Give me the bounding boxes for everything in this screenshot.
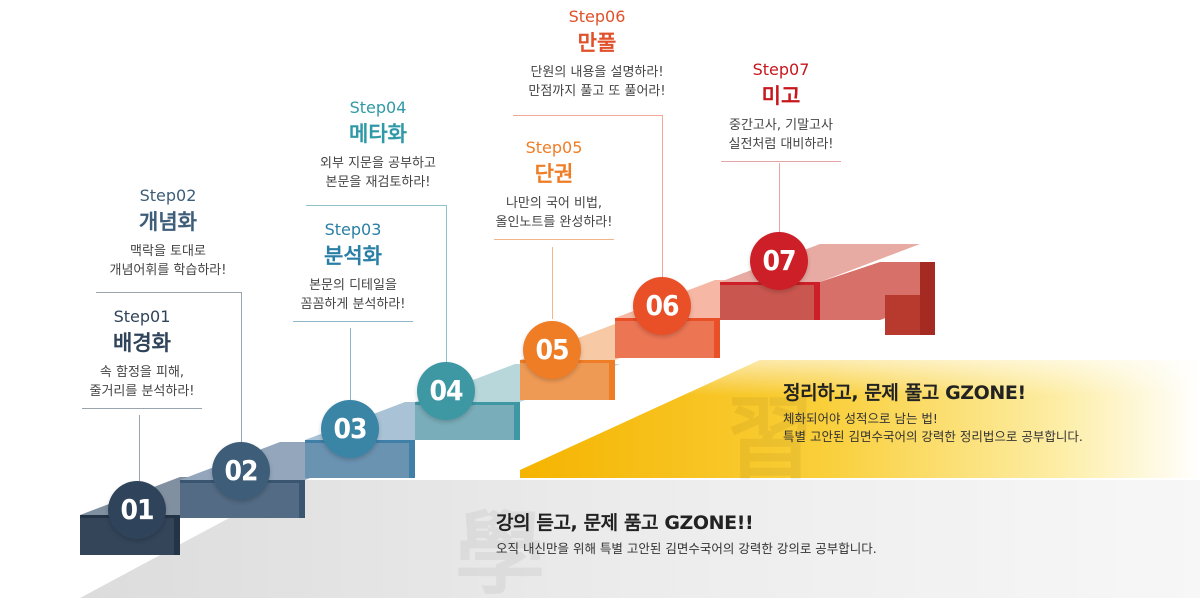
banner-bottom-title: 강의 듣고, 문제 품고 GZONE!! [496, 512, 754, 534]
step-desc-line1: 단원의 내용을 설명하라! [530, 65, 664, 80]
step-desc-line2: 개념어휘를 학습하라! [109, 263, 227, 278]
step-label-05: Step05 단권 나만의 국어 비법, 올인노트를 완성하라! [459, 138, 649, 240]
step-title: 메타화 [349, 122, 407, 146]
step-desc-line1: 본문의 디테일을 [309, 278, 397, 293]
step-circle-06: 06 [633, 277, 691, 335]
step-circle-03: 03 [321, 400, 379, 458]
step-desc-line1: 맥락을 토대로 [130, 244, 206, 259]
step-title: 미고 [761, 84, 801, 108]
banner-top-title: 정리하고, 문제 풀고 GZONE! [783, 382, 1026, 404]
step-desc-line2: 꼼꼼하게 분석하라! [300, 297, 406, 312]
step-desc-line2: 만점까지 풀고 또 풀어라! [528, 84, 666, 99]
stair-edge-4 [514, 402, 520, 440]
connector-06 [662, 115, 663, 277]
connector-04-h [306, 205, 447, 206]
step-circle-07: 07 [750, 232, 808, 290]
step-underline [721, 161, 841, 162]
step-name: Step02 [139, 186, 197, 205]
stair-edge-2 [299, 480, 305, 518]
stair-edge-7 [814, 282, 820, 320]
step-desc-line1: 나만의 국어 비법, [505, 196, 603, 211]
step-title: 개념화 [139, 210, 197, 234]
step-underline [82, 408, 202, 409]
stair-front-7 [720, 282, 820, 320]
connector-03 [350, 328, 351, 400]
step-label-07: Step07 미고 중간고사, 기말고사 실전처럼 대비하라! [686, 60, 876, 162]
step-underline [293, 321, 413, 322]
step-name: Step03 [324, 220, 382, 239]
step-desc-line1: 속 함정을 피해, [99, 365, 185, 380]
connector-01 [139, 415, 140, 481]
step-title: 배경화 [113, 331, 171, 355]
step-title: 분석화 [324, 244, 382, 268]
connector-06-h [513, 115, 663, 116]
watermark-left: 學 [455, 502, 545, 600]
step-desc-line1: 중간고사, 기말고사 [729, 118, 833, 133]
step-desc-line2: 본문을 재검토하라! [325, 175, 431, 190]
banner-bottom-line1: 오직 내신만을 위해 특별 고안된 김면수국어의 강력한 강의로 공부합니다. [496, 541, 877, 556]
stair-edge-6 [714, 318, 720, 358]
connector-02-h [96, 292, 242, 293]
stair-edge-3 [409, 440, 415, 478]
step-name: Step05 [525, 138, 583, 157]
step-label-03: Step03 분석화 본문의 디테일을 꼼꼼하게 분석하라! [258, 220, 448, 322]
step-name: Step07 [752, 60, 810, 79]
step-desc-line2: 올인노트를 완성하라! [495, 215, 613, 230]
connector-07 [779, 163, 780, 233]
step-circle-05: 05 [523, 321, 581, 379]
step-desc-line2: 실전처럼 대비하라! [728, 137, 834, 152]
banner-top: 정리하고, 문제 풀고 GZONE! 체화되어야 성적으로 남는 법! 특별 고… [783, 380, 1083, 446]
step-title: 단권 [534, 162, 574, 186]
step-label-02: Step02 개념화 맥락을 토대로 개념어휘를 학습하라! [73, 186, 263, 280]
connector-05 [552, 247, 553, 319]
connector-04 [446, 205, 447, 365]
connector-02 [241, 292, 242, 442]
banner-bottom: 강의 듣고, 문제 품고 GZONE!! 오직 내신만을 위해 특별 고안된 김… [496, 510, 877, 558]
arrow-cap-edge [920, 262, 935, 335]
step-circle-01: 01 [108, 481, 166, 539]
step-circle-04: 04 [417, 362, 475, 420]
banner-top-line1: 체화되어야 성적으로 남는 법! [783, 411, 938, 426]
banner-bottom-bg [80, 480, 1200, 598]
watermark-right: 習 [725, 387, 815, 492]
step-name: Step04 [349, 98, 407, 117]
stair-edge-1 [174, 515, 180, 555]
stair-edge-5 [609, 360, 615, 400]
step-desc-line1: 외부 지문을 공부하고 [320, 156, 436, 171]
step-label-04: Step04 메타화 외부 지문을 공부하고 본문을 재검토하라! [283, 98, 473, 192]
step-name: Step06 [568, 7, 626, 26]
step-circle-02: 02 [212, 442, 270, 500]
step-desc-line2: 줄거리를 분석하라! [89, 384, 195, 399]
banner-top-line2: 특별 고안된 김면수국어의 강력한 정리법으로 공부합니다. [783, 429, 1083, 444]
stair-front-6 [615, 318, 720, 358]
step-title: 만풀 [577, 31, 617, 55]
step-label-01: Step01 배경화 속 함정을 피해, 줄거리를 분석하라! [47, 307, 237, 409]
step-underline [494, 239, 614, 240]
step-name: Step01 [113, 307, 171, 326]
step-label-06: Step06 만풀 단원의 내용을 설명하라! 만점까지 풀고 또 풀어라! [502, 7, 692, 101]
banner-top-bg [520, 360, 1200, 478]
